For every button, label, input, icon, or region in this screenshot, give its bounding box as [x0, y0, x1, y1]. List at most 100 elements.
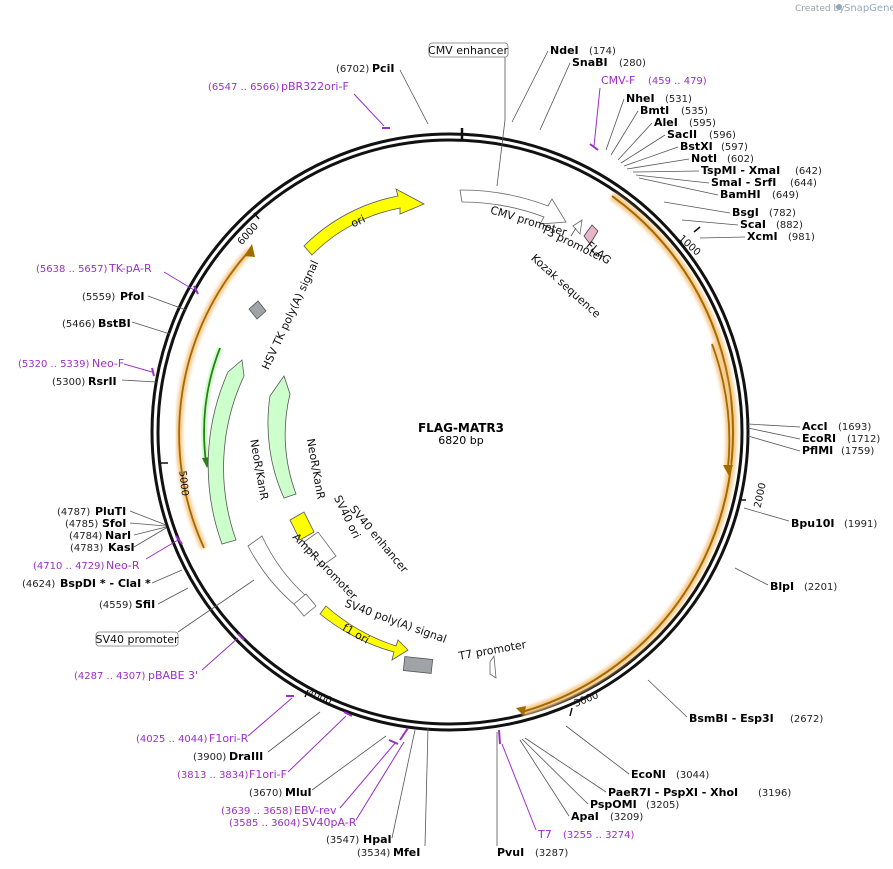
t3-promoter-arrow	[572, 219, 583, 235]
tick-5000: 5000	[176, 470, 190, 496]
cmv-enhancer-box	[428, 42, 509, 58]
inner-orf-arrowhead	[723, 465, 733, 476]
primer-cmv-f: CMV-F (459 .. 479)	[589, 74, 707, 151]
svg-text:NheI: NheI	[626, 92, 655, 105]
svg-text:NarI: NarI	[105, 529, 131, 542]
svg-text:(3044): (3044)	[676, 770, 709, 781]
svg-text:F1ori-R: F1ori-R	[209, 732, 249, 745]
inner-orf-arc	[711, 343, 731, 469]
svg-text:(3196): (3196)	[758, 788, 791, 799]
svg-text:(981): (981)	[788, 232, 815, 243]
site-econi: EcoNI (3044)	[565, 725, 709, 781]
sv40-polya-block	[402, 656, 434, 674]
svg-text:SmaI - SrfI: SmaI - SrfI	[711, 176, 776, 189]
site-pcii: PciI (6702)	[336, 62, 429, 125]
neor-outer-arrow	[207, 359, 245, 545]
site-sfoi: SfoI (4785)	[65, 517, 167, 530]
kozak-label: Kozak sequence	[528, 252, 603, 321]
svg-text:(596): (596)	[709, 130, 736, 141]
site-xcmi: XcmI (981)	[699, 230, 815, 243]
tick-2000: 2000	[753, 482, 769, 509]
left-orf-arc	[178, 249, 251, 549]
snapgene-logo-icon	[836, 4, 842, 10]
svg-text:(459 .. 479): (459 .. 479)	[648, 76, 707, 87]
site-pflmi: PflMI (1759)	[747, 435, 874, 457]
site-pvui: PvuI (3287)	[496, 732, 568, 859]
svg-text:(1693): (1693)	[838, 422, 871, 433]
svg-text:AccI: AccI	[802, 420, 828, 433]
ori-arrow	[303, 188, 425, 256]
svg-text:(3534): (3534)	[357, 848, 390, 859]
site-bspdi-clai: BspDI * - ClaI * (4624)	[22, 569, 183, 590]
site-draiii: DraIII (3900)	[193, 711, 321, 763]
cmv-enhancer-leader	[496, 57, 506, 187]
svg-text:(1712): (1712)	[847, 434, 880, 445]
site-bstxi: BstXI (597)	[623, 140, 748, 167]
primer-pbabe3: pBABE 3' (4287 .. 4307)	[74, 633, 245, 682]
site-bsmbi-esp3i: BsmBI - Esp3I (2672)	[647, 679, 823, 725]
primer-tk-pa-r: TK-pA-R (5638 .. 5657)	[36, 262, 199, 295]
svg-text:(535): (535)	[681, 106, 708, 117]
svg-text:(3547): (3547)	[326, 835, 359, 846]
svg-text:NotI: NotI	[691, 152, 717, 165]
sv40-promoter-box	[95, 631, 179, 647]
svg-text:(2201): (2201)	[804, 582, 837, 593]
primer-f1ori-f: F1ori-F (3813 .. 3834)	[177, 711, 353, 781]
site-snabi: SnaBI (280)	[539, 56, 646, 131]
svg-text:(174): (174)	[589, 46, 616, 57]
site-paer7i: PaeR7I - PspXI - XhoI (3196)	[524, 737, 791, 799]
svg-text:(642): (642)	[795, 166, 822, 177]
site-bamhi: BamHI (649)	[638, 177, 799, 201]
svg-text:RsrII: RsrII	[88, 375, 117, 388]
svg-text:(882): (882)	[776, 220, 803, 231]
svg-text:EcoRI: EcoRI	[802, 432, 836, 445]
svg-text:BmtI: BmtI	[640, 104, 669, 117]
svg-text:ApaI: ApaI	[571, 810, 599, 823]
svg-text:SfiI: SfiI	[135, 598, 155, 611]
tick-3000-mark	[569, 707, 573, 717]
svg-text:SfoI: SfoI	[102, 517, 126, 530]
site-bstbi: BstBI (5466)	[62, 317, 171, 335]
svg-text:SV40pA-R: SV40pA-R	[302, 816, 357, 829]
site-sacii: SacII (596)	[620, 128, 736, 164]
svg-text:SnaBI: SnaBI	[572, 56, 608, 69]
svg-text:PluTI: PluTI	[95, 505, 126, 518]
svg-text:pBABE 3': pBABE 3'	[148, 669, 198, 682]
backbone-inner-ring	[156, 138, 744, 726]
svg-text:pBR322ori-F: pBR322ori-F	[281, 80, 349, 93]
site-alei: AleI (595)	[617, 116, 716, 161]
svg-text:HpaI: HpaI	[363, 833, 392, 846]
site-tspmi-xmai: TspMI - XmaI (642)	[632, 164, 822, 177]
svg-text:BsgI: BsgI	[732, 206, 759, 219]
svg-text:(644): (644)	[790, 178, 817, 189]
svg-text:ScaI: ScaI	[740, 218, 766, 231]
primer-sv40pa-r: SV40pA-R (3585 .. 3604)	[229, 727, 409, 829]
left-orf-arrowhead	[244, 244, 255, 257]
svg-text:(4783): (4783)	[70, 543, 103, 554]
site-kasi: KasI (4783)	[70, 527, 167, 554]
svg-text:PfoI: PfoI	[120, 290, 145, 303]
svg-text:(6547 .. 6566): (6547 .. 6566)	[208, 82, 280, 93]
svg-text:(4287 .. 4307): (4287 .. 4307)	[74, 671, 146, 682]
site-mlui: MluI (3670)	[249, 735, 387, 799]
primer-t7: T7 (3255 .. 3274)	[498, 729, 635, 841]
svg-text:EBV-rev: EBV-rev	[294, 804, 337, 817]
tick-4000-mark	[304, 689, 309, 698]
tick-1000-mark	[693, 226, 701, 233]
svg-text:(3255 .. 3274): (3255 .. 3274)	[563, 830, 635, 841]
svg-text:TspMI - XmaI: TspMI - XmaI	[701, 164, 780, 177]
svg-text:(6702): (6702)	[336, 64, 369, 75]
svg-text:BlpI: BlpI	[770, 580, 794, 593]
svg-text:(531): (531)	[665, 94, 692, 105]
svg-text:Bpu10I: Bpu10I	[791, 517, 835, 530]
svg-text:(3585 .. 3604): (3585 .. 3604)	[229, 818, 301, 829]
svg-text:PspOMI: PspOMI	[590, 798, 637, 811]
site-nari: NarI (4784)	[69, 526, 167, 542]
site-bpu10i: Bpu10I (1991)	[743, 507, 877, 530]
svg-text:PciI: PciI	[372, 62, 394, 75]
svg-text:(4787): (4787)	[57, 507, 90, 518]
svg-text:MluI: MluI	[285, 786, 312, 799]
site-rsrii: RsrII (5300)	[52, 375, 157, 388]
site-bsgi: BsgI (782)	[663, 201, 796, 219]
sv40-enhancer-block	[303, 531, 337, 567]
